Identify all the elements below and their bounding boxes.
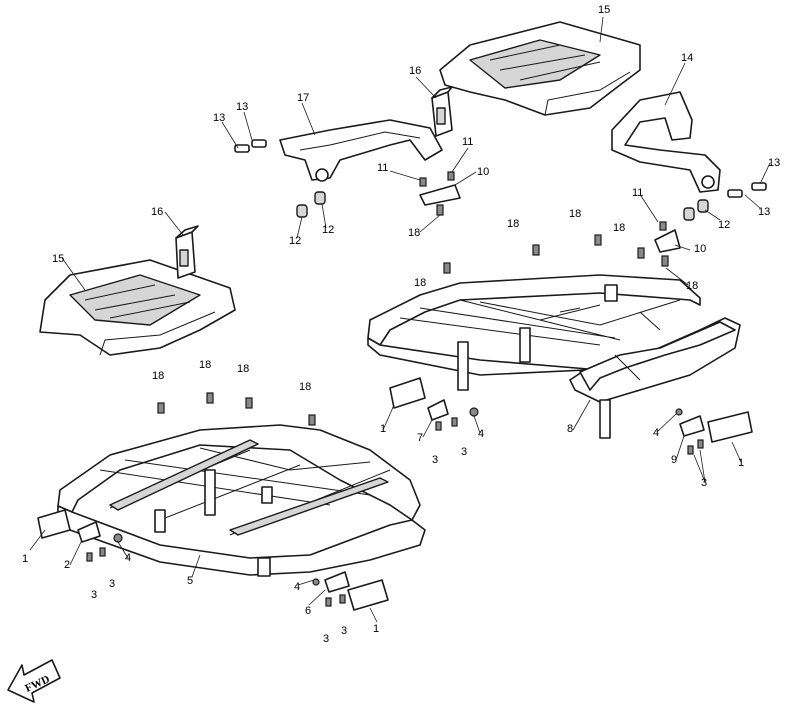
callout-3-g: 3 [341,625,347,637]
callout-4-a: 4 [478,428,484,440]
callout-11-b: 11 [377,162,388,174]
storage-tray-left [39,259,236,356]
callout-11-a: 11 [462,136,473,148]
callout-18-h: 18 [199,359,211,371]
callout-9: 9 [671,454,677,466]
fasteners-left-handle [234,139,326,218]
leader-lines [29,16,771,623]
callout-18-b: 18 [686,280,698,292]
callout-13-c: 13 [758,206,770,218]
callout-16-top: 16 [409,65,421,77]
fwd-arrow-icon: FWD [7,659,61,703]
callout-1-b: 1 [738,457,744,469]
plate-10-right [654,221,681,267]
callout-10-a: 10 [477,166,489,178]
callout-1-c: 1 [22,553,28,565]
callout-16-left: 16 [151,206,163,218]
callout-18-j: 18 [299,381,311,393]
callout-1-a: 1 [380,423,386,435]
callout-13-d: 13 [768,157,780,169]
callout-3-f: 3 [323,633,329,645]
callout-3-d: 3 [91,589,97,601]
callout-18-e: 18 [613,222,625,234]
callout-8: 8 [567,423,573,435]
callout-18-a: 18 [408,227,420,239]
callout-2: 2 [64,559,70,571]
callout-labels: 15 16 14 17 13 13 11 11 10 18 12 12 11 1… [22,4,780,645]
bracket-16-left [175,225,199,279]
callout-12-c: 12 [718,219,730,231]
callout-18-c: 18 [507,218,519,230]
callout-7: 7 [417,432,423,444]
callout-12-a: 12 [289,235,301,247]
callout-1-d: 1 [373,623,379,635]
callout-3-b: 3 [461,446,467,458]
grab-handle-17 [279,119,443,182]
callout-4-d: 4 [294,581,300,593]
callout-3-e: 3 [109,578,115,590]
callout-4-c: 4 [125,552,131,564]
reflector-left-front [37,509,123,543]
callout-18-f: 18 [414,277,426,289]
callout-15-left: 15 [52,253,64,265]
callout-13-b: 13 [213,112,225,124]
callout-3-c: 3 [701,477,707,489]
callout-17: 17 [297,92,309,104]
plate-10-left [419,171,461,216]
callout-10-b: 10 [694,243,706,255]
grab-handle-14 [611,91,721,193]
callout-13-a: 13 [236,101,248,113]
callout-18-g: 18 [152,370,164,382]
rear-rack-8 [367,274,741,439]
front-rack-5 [57,424,426,577]
callout-6: 6 [305,605,311,617]
fasteners-right-handle [683,182,767,221]
bracket-16-top [431,86,453,137]
callout-3-a: 3 [432,454,438,466]
reflector-right-front [312,571,389,611]
reflector-left-rear [389,377,479,421]
callout-5: 5 [187,575,193,587]
screw-markers [86,234,704,607]
callout-18-i: 18 [237,363,249,375]
callout-18-d: 18 [569,208,581,220]
callout-15-top: 15 [598,4,610,16]
reflector-right-rear [675,408,753,443]
callout-4-b: 4 [653,427,659,439]
callout-14: 14 [681,52,693,64]
callout-11-c: 11 [632,187,643,199]
callout-12-b: 12 [322,224,334,236]
storage-tray-top [439,21,641,116]
